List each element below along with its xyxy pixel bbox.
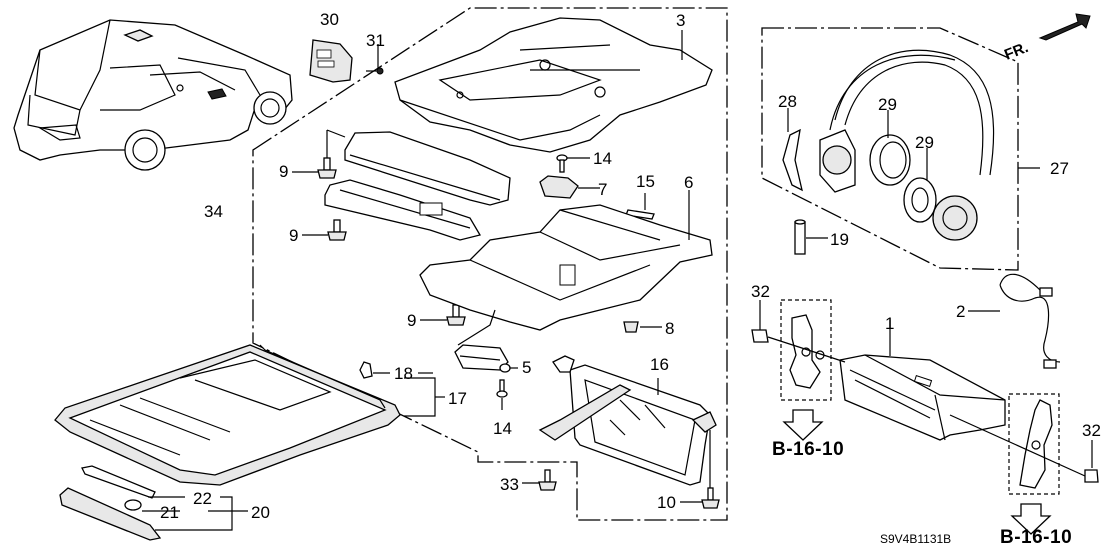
ear-cover-28-part — [782, 108, 803, 192]
callout-1: 1 — [885, 314, 895, 333]
callout-19: 19 — [830, 230, 849, 249]
callout-15: 15 — [636, 172, 655, 191]
callout-29-lower: 29 — [915, 133, 934, 152]
callout-34: 34 — [204, 202, 223, 221]
callout-27: 27 — [1050, 159, 1069, 178]
roof-console-housing-part — [54, 344, 445, 486]
callout-9-middle: 9 — [289, 226, 299, 245]
callout-14-upper: 14 — [593, 149, 612, 168]
callout-9-lower: 9 — [407, 311, 417, 330]
reference-link-right[interactable]: B-16-10 — [1000, 527, 1073, 548]
callout-10: 10 — [657, 493, 676, 512]
latch-7-part — [539, 175, 600, 199]
callout-33: 33 — [500, 475, 519, 494]
callout-9-upper: 9 — [279, 162, 289, 181]
clip-18-part — [359, 361, 433, 379]
harness-2-part — [968, 273, 1061, 369]
callout-5: 5 — [522, 358, 532, 377]
bolt-9-upper — [292, 129, 346, 179]
control-switch-part — [309, 39, 353, 83]
callout-22: 22 — [193, 489, 212, 508]
callout-18: 18 — [394, 364, 413, 383]
battery-19-part — [794, 219, 828, 255]
bolt-9-middle — [302, 219, 347, 241]
bolt-10-part — [680, 430, 720, 509]
callout-3: 3 — [676, 11, 686, 30]
reference-link-left[interactable]: B-16-10 — [772, 439, 845, 460]
callout-2: 2 — [956, 302, 966, 321]
headphones-part — [819, 49, 995, 241]
bracket-5-part — [454, 309, 518, 373]
bolt-33-part — [522, 469, 557, 491]
front-direction-arrow — [1038, 13, 1091, 41]
callout-16: 16 — [650, 355, 669, 374]
diagram-code: S9V4B1131B — [880, 532, 952, 546]
callout-21: 21 — [160, 503, 179, 522]
map-light-lens-part — [59, 465, 248, 541]
dvd-player-unit-part — [839, 320, 1006, 441]
roof-base-plate-part — [394, 17, 713, 153]
callout-8: 8 — [665, 319, 675, 338]
callout-32-left: 32 — [751, 282, 770, 301]
bolt-8-part — [623, 321, 662, 333]
bolt-14-lower — [496, 379, 508, 410]
headphone-kit-boundary — [761, 27, 1019, 271]
callout-14-lower: 14 — [493, 419, 512, 438]
bracket-left-part — [751, 299, 846, 441]
hinge-assembly-part — [324, 131, 511, 241]
bolt-9-lower — [420, 304, 466, 326]
callout-17: 17 — [448, 389, 467, 408]
callout-28: 28 — [778, 92, 797, 111]
callout-7: 7 — [598, 180, 608, 199]
callout-32-right: 32 — [1082, 421, 1101, 440]
vehicle-overview-illustration — [13, 19, 293, 171]
callout-29-upper: 29 — [878, 95, 897, 114]
callout-6: 6 — [684, 173, 694, 192]
callout-31: 31 — [366, 31, 385, 50]
bracket-right-part — [949, 393, 1099, 535]
callout-30: 30 — [320, 10, 339, 29]
monitor-frame-part — [419, 190, 713, 331]
monitor-screen-part — [538, 355, 717, 486]
callout-20: 20 — [251, 503, 270, 522]
screw-31-part — [366, 44, 384, 75]
bolt-14-upper — [556, 154, 590, 173]
